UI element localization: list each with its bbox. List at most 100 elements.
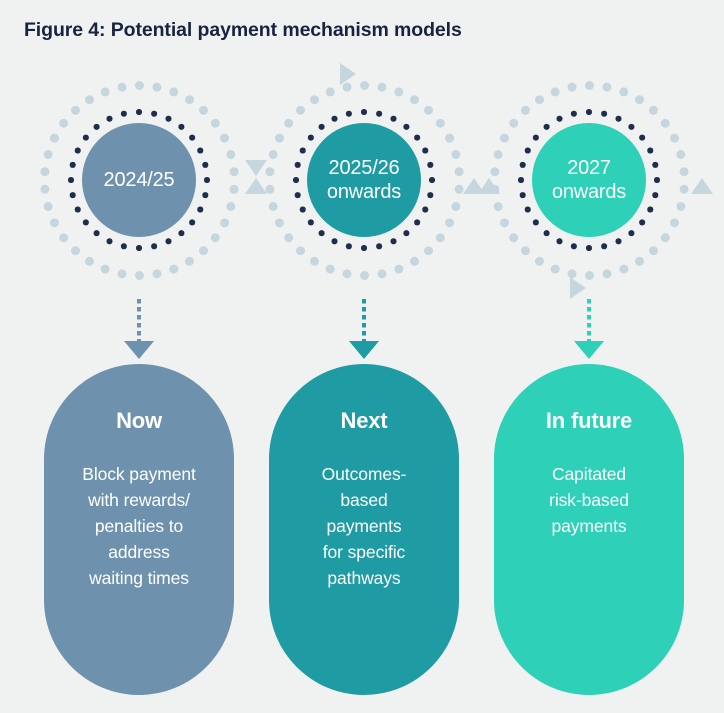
ring-dot [409,94,419,104]
ring-dot [533,134,539,141]
ring-dot [376,82,386,92]
ring-dot [524,206,531,213]
period-label: 2025/26 onwards [326,156,402,203]
ring-dot [299,147,306,154]
ring-dot [615,115,622,122]
ring-dot [556,238,563,245]
ring-dot [534,94,544,104]
ring-dot [444,133,454,143]
ring-dot [151,243,157,250]
period-circle-now[interactable]: 2024/25 [82,123,196,237]
ring-dot [204,177,210,183]
ring-dot [675,201,685,211]
ring-dot [601,110,607,117]
ring-dot [634,256,644,266]
ring-dot [346,243,352,250]
ring-dot [520,245,530,255]
ring-dot [652,162,659,168]
ring-dot [136,245,142,251]
ring-dot [359,270,369,280]
ring-dot [450,149,460,159]
ring-dot [202,192,209,198]
period-label: 2027 onwards [551,156,627,203]
inner-dot-ring [518,109,660,251]
ring-dot [586,109,592,115]
ring-dot [268,149,278,159]
period-circle-next[interactable]: 2025/26 onwards [307,123,421,237]
stage-card-in-future[interactable]: In future Capitated risk-based payments [494,364,684,695]
ring-dot [93,124,100,130]
ring-dot [74,147,81,154]
ring-dot [444,217,454,227]
ring-dot [83,134,89,141]
stage-card-next[interactable]: Next Outcomes- based payments for specif… [269,364,459,695]
inner-dot-ring [68,109,210,251]
ring-dot [423,105,433,115]
ring-dot [268,201,278,211]
ring-dot [414,219,420,226]
ring-dot [165,238,172,245]
arrow-up-marker-stage-3-right [691,178,713,194]
ring-dot [586,245,592,251]
ring-dot [197,206,204,213]
ring-dot [571,243,577,250]
card-heading: Now [116,408,162,433]
period-circle-in-future[interactable]: 2027 onwards [532,123,646,237]
ring-dot [43,149,53,159]
ring-dot [422,206,429,213]
ring-dot [601,243,607,250]
ring-dot [648,105,658,115]
ring-dot [454,166,464,176]
ring-dot [189,219,195,226]
ring-dot [100,86,110,96]
outer-dot-ring [264,80,464,280]
ring-dot [264,184,274,194]
ring-dot [68,177,74,183]
ring-dot [390,115,397,122]
ring-dot [647,147,654,154]
ring-dot [198,245,208,255]
ring-dot [134,80,144,90]
ring-dot [308,134,314,141]
ring-dot [669,217,679,227]
ring-dot [309,256,319,266]
ring-dot [550,264,560,274]
ring-dot [489,166,499,176]
ring-dot [493,149,503,159]
ring-dot [117,268,127,278]
ring-dot [550,86,560,96]
ring-dot [229,184,239,194]
connector-next [349,299,379,359]
ring-dot [647,206,654,213]
ring-dot [534,256,544,266]
ring-dot [393,264,403,274]
ring-dot [520,105,530,115]
ring-dot [361,245,367,251]
outer-dot-ring [489,80,689,280]
ring-dot [309,94,319,104]
ring-dot [49,217,59,227]
ring-dot [403,230,410,236]
stage-card-now[interactable]: Now Block payment with rewards/ penaltie… [44,364,234,695]
stage-column-in-future: 2027 onwards In future Capitated risk-ba… [476,0,702,713]
ring-dot [435,232,445,242]
ring-dot [121,110,127,117]
ring-dot [393,86,403,96]
ring-dot [39,184,49,194]
ring-dot [359,80,369,90]
ring-dot [639,134,645,141]
ring-dot [427,162,434,168]
ring-dot [361,109,367,115]
ring-dot [117,82,127,92]
ring-dot [84,94,94,104]
ring-dot [84,256,94,266]
ring-dot [219,133,229,143]
ring-dot [628,230,635,236]
ring-dot [198,105,208,115]
ring-dot [294,162,301,168]
ring-dot [618,86,628,96]
ring-dot [409,256,419,266]
ring-dot [210,232,220,242]
